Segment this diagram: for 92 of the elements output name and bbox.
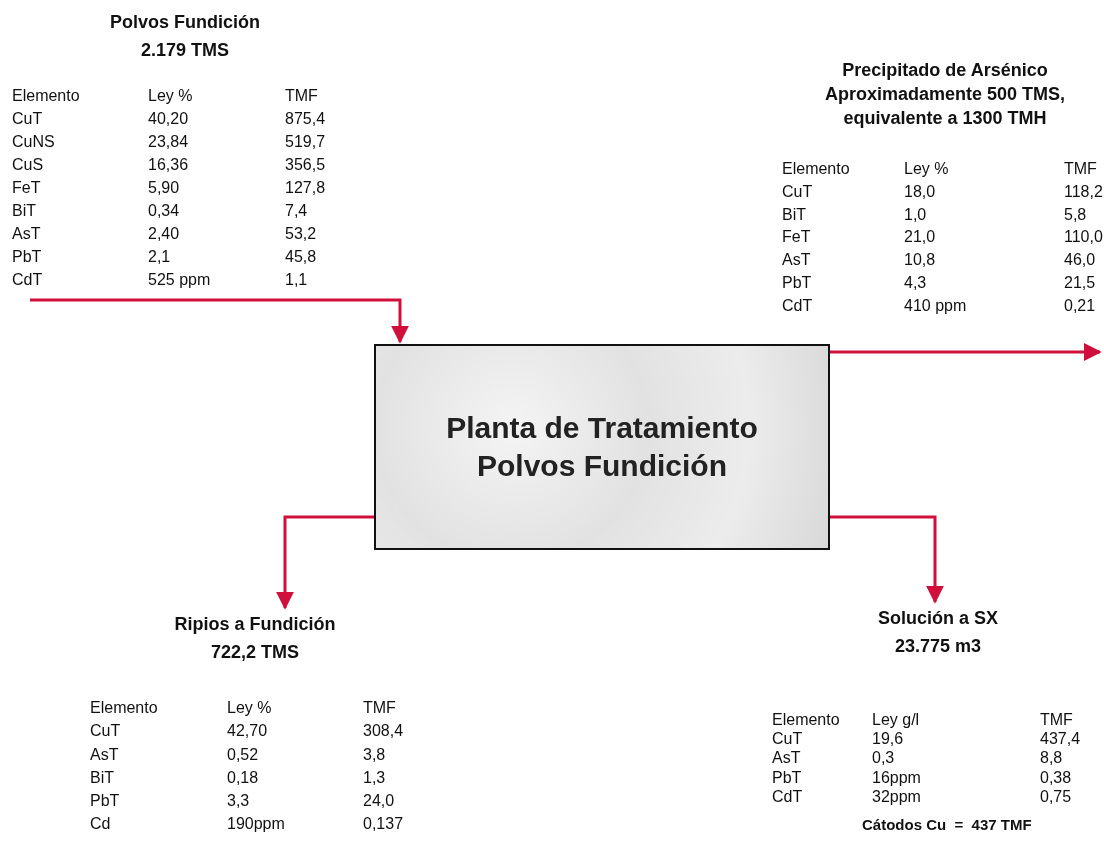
column-header: Elemento: [12, 86, 80, 106]
assay-value: 16ppm: [872, 767, 921, 787]
element-name: CuT: [772, 729, 803, 749]
assay-value: 0,52: [227, 744, 259, 765]
assay-value: 7,4: [285, 201, 308, 221]
assay-value: 5,90: [148, 178, 180, 198]
column-header: TMF: [1064, 159, 1097, 179]
flow-arrow: [276, 515, 374, 610]
element-name: CuT: [90, 721, 121, 742]
assay-value: 118,2: [1064, 181, 1103, 202]
assay-value: 0,3: [872, 748, 895, 768]
column-header: TMF: [1040, 710, 1073, 730]
assay-value: 5,8: [1064, 204, 1087, 225]
assay-value: 8,8: [1040, 748, 1063, 768]
assay-value: 3,8: [363, 744, 386, 765]
assay-value: 4,3: [904, 273, 927, 293]
column-header: Ley %: [227, 698, 272, 718]
assay-value: 1,3: [363, 767, 386, 788]
element-name: CdT: [772, 786, 803, 806]
column-header: Elemento: [772, 710, 840, 730]
element-name: CuT: [782, 181, 813, 202]
element-name: FeT: [782, 227, 811, 248]
assay-value: 190ppm: [227, 814, 285, 835]
stream-heading: Ripios a Fundición 722,2 TMS: [150, 610, 360, 666]
element-name: PbT: [772, 767, 802, 787]
assay-value: 19,6: [872, 729, 904, 749]
assay-value: 0,18: [227, 767, 259, 788]
element-name: PbT: [782, 273, 812, 293]
assay-value: 437,4: [1040, 729, 1081, 749]
stream-heading: Solución a SX 23.775 m3: [868, 604, 1008, 660]
element-name: CdT: [782, 295, 813, 316]
assay-value: 1,0: [904, 204, 927, 225]
assay-value: 42,70: [227, 721, 268, 742]
assay-value: 1,1: [285, 270, 308, 290]
column-header: Ley g/l: [872, 710, 920, 730]
element-name: PbT: [90, 791, 120, 812]
assay-value: 2,40: [148, 224, 180, 244]
assay-value: 23,84: [148, 132, 189, 152]
assay-value: 21,5: [1064, 273, 1096, 293]
column-header: Ley %: [904, 159, 949, 179]
assay-value: 0,38: [1040, 767, 1072, 787]
assay-value: 24,0: [363, 791, 395, 812]
result-note: Cátodos Cu = 437 TMF: [862, 816, 1032, 833]
assay-value: 410 ppm: [904, 295, 967, 316]
column-header: Elemento: [90, 698, 158, 718]
stream-heading: Precipitado de Arsénico Aproximadamente 500 TMS, equivalente a 1300 TMH: [823, 59, 1067, 130]
element-name: BiT: [782, 204, 806, 225]
element-name: AsT: [12, 224, 41, 244]
assay-value: 3,3: [227, 791, 250, 812]
element-name: BiT: [90, 767, 114, 788]
flow-arrow: [830, 343, 1102, 361]
element-name: AsT: [772, 748, 801, 768]
assay-value: 10,8: [904, 250, 936, 271]
assay-value: 875,4: [285, 109, 326, 129]
assay-value: 16,36: [148, 155, 189, 175]
column-header: Elemento: [782, 159, 850, 179]
assay-value: 45,8: [285, 247, 317, 267]
assay-value: 46,0: [1064, 250, 1096, 271]
element-name: CuNS: [12, 132, 55, 152]
element-name: BiT: [12, 201, 36, 221]
assay-value: 519,7: [285, 132, 326, 152]
assay-value: 525 ppm: [148, 270, 211, 290]
assay-value: 0,21: [1064, 295, 1096, 316]
assay-value: 18,0: [904, 181, 936, 202]
assay-value: 2,1: [148, 247, 171, 267]
assay-value: 40,20: [148, 109, 189, 129]
element-name: PbT: [12, 247, 42, 267]
flow-arrow: [830, 515, 944, 604]
element-name: CdT: [12, 270, 43, 290]
column-header: Ley %: [148, 86, 193, 106]
element-name: AsT: [90, 744, 119, 765]
element-name: CuS: [12, 155, 44, 175]
assay-value: 127,8: [285, 178, 326, 198]
assay-value: 0,75: [1040, 786, 1072, 806]
process-title: Planta de Tratamiento Polvos Fundición: [445, 410, 759, 484]
flow-arrow: [30, 298, 409, 344]
stream-heading: Polvos Fundición 2.179 TMS: [109, 11, 261, 62]
assay-value: 110,0: [1064, 227, 1103, 248]
assay-value: 53,2: [285, 224, 317, 244]
assay-value: 356,5: [285, 155, 326, 175]
assay-value: 0,137: [363, 814, 404, 835]
assay-value: 32ppm: [872, 786, 921, 806]
process-box: [374, 344, 830, 550]
assay-value: 21,0: [904, 227, 936, 248]
element-name: CuT: [12, 109, 43, 129]
assay-value: 0,34: [148, 201, 180, 221]
element-name: Cd: [90, 814, 111, 835]
element-name: FeT: [12, 178, 41, 198]
element-name: AsT: [782, 250, 811, 271]
column-header: TMF: [363, 698, 396, 718]
column-header: TMF: [285, 86, 318, 106]
assay-value: 308,4: [363, 721, 404, 742]
